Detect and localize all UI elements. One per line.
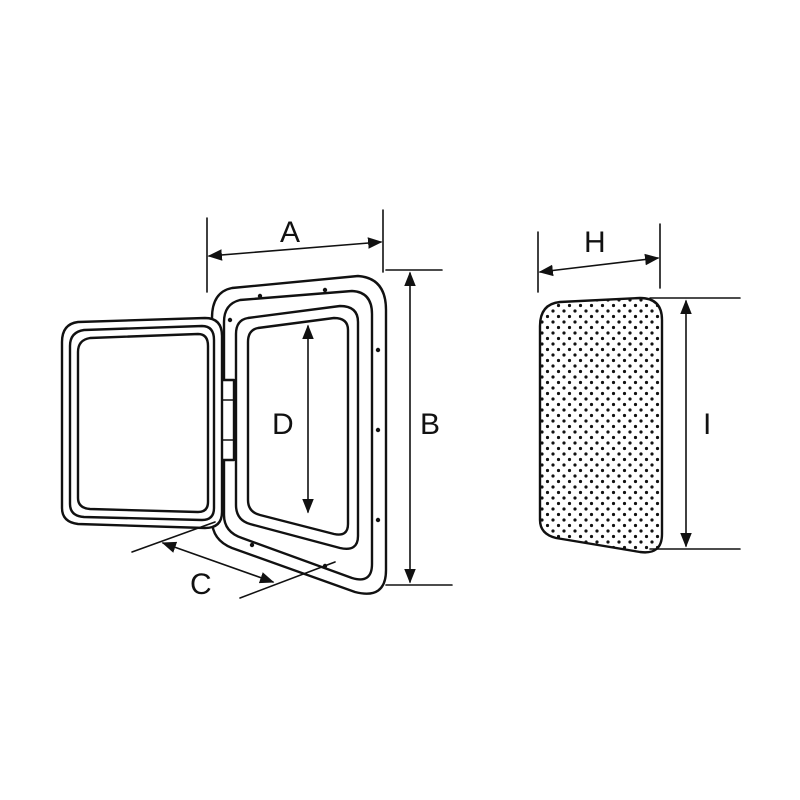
frame-inner-lip [222,289,374,581]
dimension-b [385,269,453,586]
label-c: C [190,568,212,601]
dimension-c [131,521,336,599]
hatch-door [60,316,224,530]
frame-opening-inner [246,316,350,536]
door-panel [76,332,210,514]
door-outer [60,316,224,530]
dimension-i [649,297,741,550]
label-a: A [280,216,300,249]
frame-opening [234,304,360,550]
dimension-a [206,209,384,293]
perforated-panel [538,296,664,554]
perforated-panel-body [538,296,664,554]
hatch-frame [210,274,388,595]
label-d: D [272,408,294,441]
label-i: I [703,408,711,441]
label-b: B [420,408,440,441]
dimension-h [537,223,661,293]
door-rim [68,324,216,522]
label-h: H [584,226,606,259]
